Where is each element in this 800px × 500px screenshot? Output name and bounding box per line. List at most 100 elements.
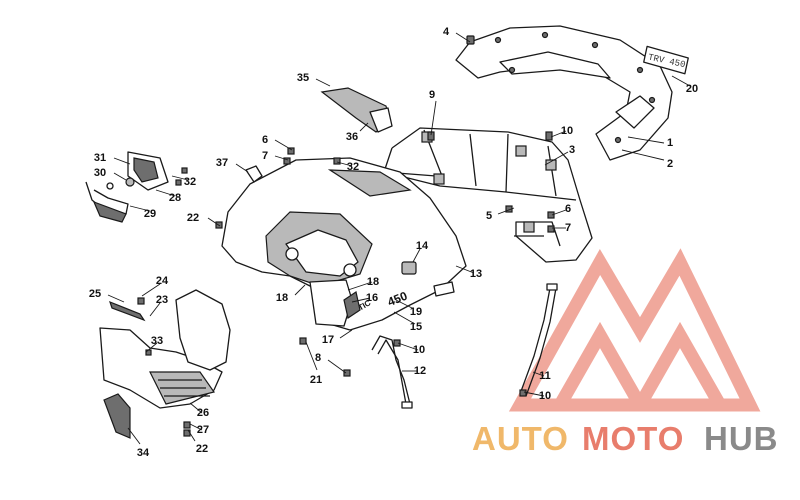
rack-decal-part: TRV 450 [643,45,689,75]
leader-line-c13 [455,265,475,274]
callout-c14: 14 [416,240,429,252]
support-leg-part [371,335,413,409]
leader-line-c9 [430,100,437,136]
leader-lines [107,32,691,445]
leader-line-c5 [497,207,515,215]
bolt-4 [466,35,475,45]
watermark-hub: HUB [704,420,779,457]
leader-line-c28 [155,189,176,197]
callout-c8: 8 [315,352,321,364]
leader-line-c18a [294,284,306,296]
leader-line-c15 [393,311,416,325]
leader-line-c37 [235,163,249,173]
callout-c22b: 22 [196,443,208,455]
leader-line-c16 [351,297,371,303]
callout-c26: 26 [197,407,209,419]
callout-c10b: 10 [413,344,425,356]
leader-line-c33 [145,342,158,353]
clip-15 [433,281,455,297]
watermark-auto: AUTO [472,420,569,457]
callout-c18b: 18 [367,276,379,288]
leader-line-c1 [627,136,665,144]
watermark-text: AUTO MOTO HUB [472,420,779,457]
leader-line-c6b [551,209,567,216]
leader-line-c30 [113,172,127,181]
leader-line-c20 [671,75,691,87]
leader-line-c7a [274,155,289,161]
callout-c3: 3 [569,144,575,156]
callout-c17: 17 [322,334,334,346]
leader-line-c36 [359,122,369,132]
callout-labels: 1234566778910101011121314151617181819202… [89,26,698,459]
callout-c15: 15 [410,321,422,333]
leader-line-c23 [149,302,161,317]
callout-c13: 13 [470,268,482,280]
callout-c19: 19 [410,306,422,318]
callout-c10a: 10 [561,125,573,137]
callout-c4: 4 [443,26,450,38]
leader-line-c25 [107,294,125,303]
leader-line-c21 [305,341,318,371]
callout-c24: 24 [156,275,169,287]
callout-c21: 21 [310,374,322,386]
leader-line-c32b [336,161,353,167]
leader-line-c17 [339,329,353,339]
leader-line-c4 [455,32,471,43]
callout-c23: 23 [156,294,168,306]
leader-line-c32a [171,175,189,181]
leader-line-c8 [327,359,347,374]
callout-c20: 20 [686,83,698,95]
leader-line-c6a [274,139,293,151]
callout-c6a: 6 [262,134,268,146]
callout-c10c: 10 [539,390,551,402]
callout-c7b: 7 [565,222,571,234]
callout-c34: 34 [137,447,150,459]
callout-c30: 30 [94,167,106,179]
callout-c36: 36 [346,131,358,143]
leader-line-c24 [141,283,161,297]
callout-c1: 1 [667,137,673,149]
callout-c12: 12 [414,365,426,377]
rear-rack-part [455,25,673,161]
callout-c28: 28 [169,192,181,204]
rear-fender-part: 450 ARCTIC [221,157,467,331]
rod-part [519,283,558,397]
leader-line-c18b [347,281,373,291]
callout-c27: 27 [197,424,209,436]
watermark-moto: MOTO [582,420,684,457]
callout-c33: 33 [151,335,163,347]
leader-line-c14 [412,248,421,263]
leader-line-c34 [127,427,141,445]
callout-c31: 31 [94,152,106,164]
callout-c7a: 7 [262,150,268,162]
leader-line-c2 [621,149,665,161]
callout-c5: 5 [486,210,492,222]
callout-c32a: 32 [184,176,196,188]
bracket-37 [245,165,263,183]
callout-c2: 2 [667,158,673,170]
leader-line-c27 [189,423,203,431]
callout-c6b: 6 [565,203,571,215]
leader-line-c10b [397,342,419,351]
leader-line-c19 [395,299,415,310]
leader-line-c10a [550,130,567,138]
leader-line-c10c [523,391,545,397]
bracket-35 [320,87,393,133]
leader-line-c35 [315,78,331,87]
callout-c37: 37 [216,157,228,169]
callout-c22a: 22 [187,212,199,224]
watermark-logo [508,248,761,412]
leader-line-c22a [207,217,221,227]
callout-c29: 29 [144,208,156,220]
callout-c9: 9 [429,89,435,101]
callout-c35: 35 [297,72,309,84]
callout-c18a: 18 [276,292,288,304]
leader-line-c29 [129,205,151,212]
callout-c11: 11 [539,370,551,382]
fender-liner-part [309,279,361,327]
callout-c25: 25 [89,288,101,300]
leader-line-c3 [544,151,569,166]
taillight-assembly [85,151,188,223]
